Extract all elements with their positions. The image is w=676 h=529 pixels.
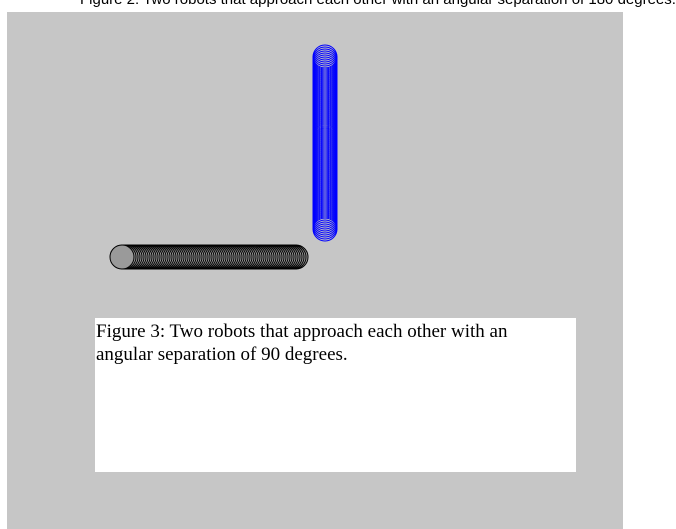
robots-diagram	[109, 44, 338, 270]
blue-robot-trail-circle	[312, 216, 338, 242]
blue-robot	[312, 44, 338, 242]
top-strip: Figure 2: Two robots that approach each …	[0, 0, 676, 12]
gray-robot	[109, 244, 309, 270]
caption-box: Figure 3: Two robots that approach each …	[95, 318, 576, 472]
previous-caption-fragment: Figure 2: Two robots that approach each …	[80, 0, 676, 8]
gray-robot-trail-circle	[109, 244, 135, 270]
figure-canvas: Figure 3: Two robots that approach each …	[7, 12, 623, 529]
figure-caption: Figure 3: Two robots that approach each …	[96, 321, 508, 365]
